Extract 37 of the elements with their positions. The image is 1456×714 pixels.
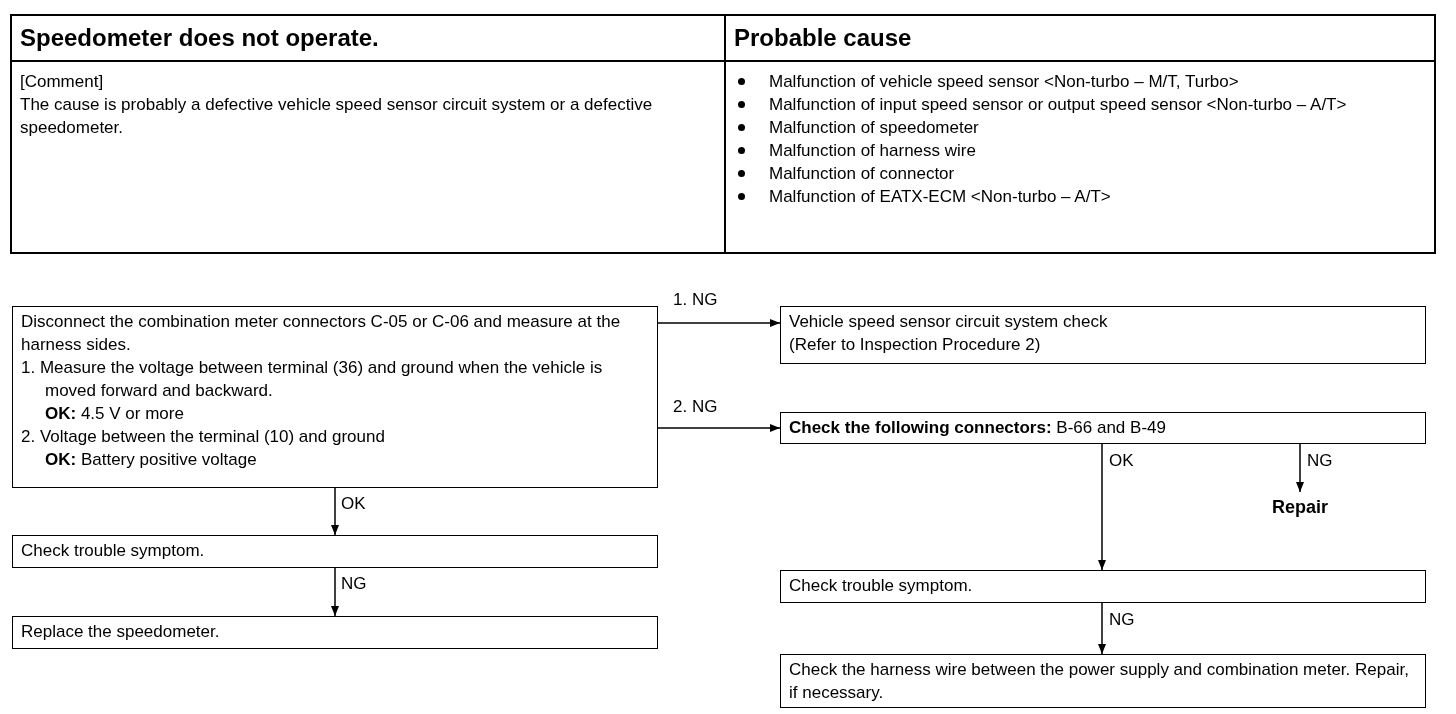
process-box — [780, 412, 1426, 444]
header-cell: Speedometer does not operate. — [12, 16, 726, 62]
step-text: Check the following connectors: B-66 and B-49 — [789, 417, 1167, 439]
arrow — [1098, 602, 1106, 655]
step-text: OK: 4.5 V or more — [44, 403, 185, 425]
step-text: Check trouble symptom. — [21, 540, 206, 562]
comment-text: The cause is probably a defective vehicle speed sensor circuit system or a defective speedometer. — [20, 94, 654, 139]
cause-item: Malfunction of input speed sensor or output speed sensor <Non-turbo – A/T> — [769, 94, 1347, 116]
arrow — [657, 424, 781, 432]
cause-item: Malfunction of speedometer — [769, 117, 979, 139]
cause-item: Malfunction of vehicle speed sensor <Non-turbo – M/T, Turbo> — [769, 71, 1239, 93]
process-box — [12, 306, 658, 488]
arrow — [657, 319, 781, 327]
process-box — [780, 306, 1426, 364]
arrow — [331, 487, 339, 536]
step-text: Replace the speedometer. — [21, 621, 221, 643]
cause-item: Malfunction of connector — [769, 163, 955, 185]
process-box — [780, 570, 1426, 603]
step-text: (Refer to Inspection Procedure 2) — [789, 334, 1042, 356]
step-text: Check the harness wire between the power supply and combination meter. Repair, if necessary. — [789, 659, 1410, 704]
process-box — [780, 654, 1426, 708]
action-text: Repair — [1272, 495, 1328, 519]
step-text: OK: Battery positive voltage — [44, 449, 258, 471]
step-text: 2. Voltage between the terminal (10) and ground — [21, 426, 386, 448]
step-text: Check trouble symptom. — [789, 575, 974, 597]
cause-item: Malfunction of harness wire — [769, 140, 976, 162]
header-cell: Probable cause — [726, 16, 1434, 62]
step-text: Vehicle speed sensor circuit system check — [789, 311, 1109, 333]
arrow — [331, 567, 339, 617]
process-box — [12, 535, 658, 568]
cause-item: Malfunction of EATX-ECM <Non-turbo – A/T> — [769, 186, 1111, 208]
arrow — [1098, 443, 1106, 571]
step-text: Disconnect the combination meter connectors C-05 or C-06 and measure at the harness sides. — [21, 311, 622, 356]
comment-heading: [Comment] — [20, 71, 105, 93]
process-box — [12, 616, 658, 649]
arrow — [1296, 443, 1304, 493]
step-text: 1. Measure the voltage between terminal (36) and ground when the vehicle is moved forward and backward. — [21, 357, 604, 402]
